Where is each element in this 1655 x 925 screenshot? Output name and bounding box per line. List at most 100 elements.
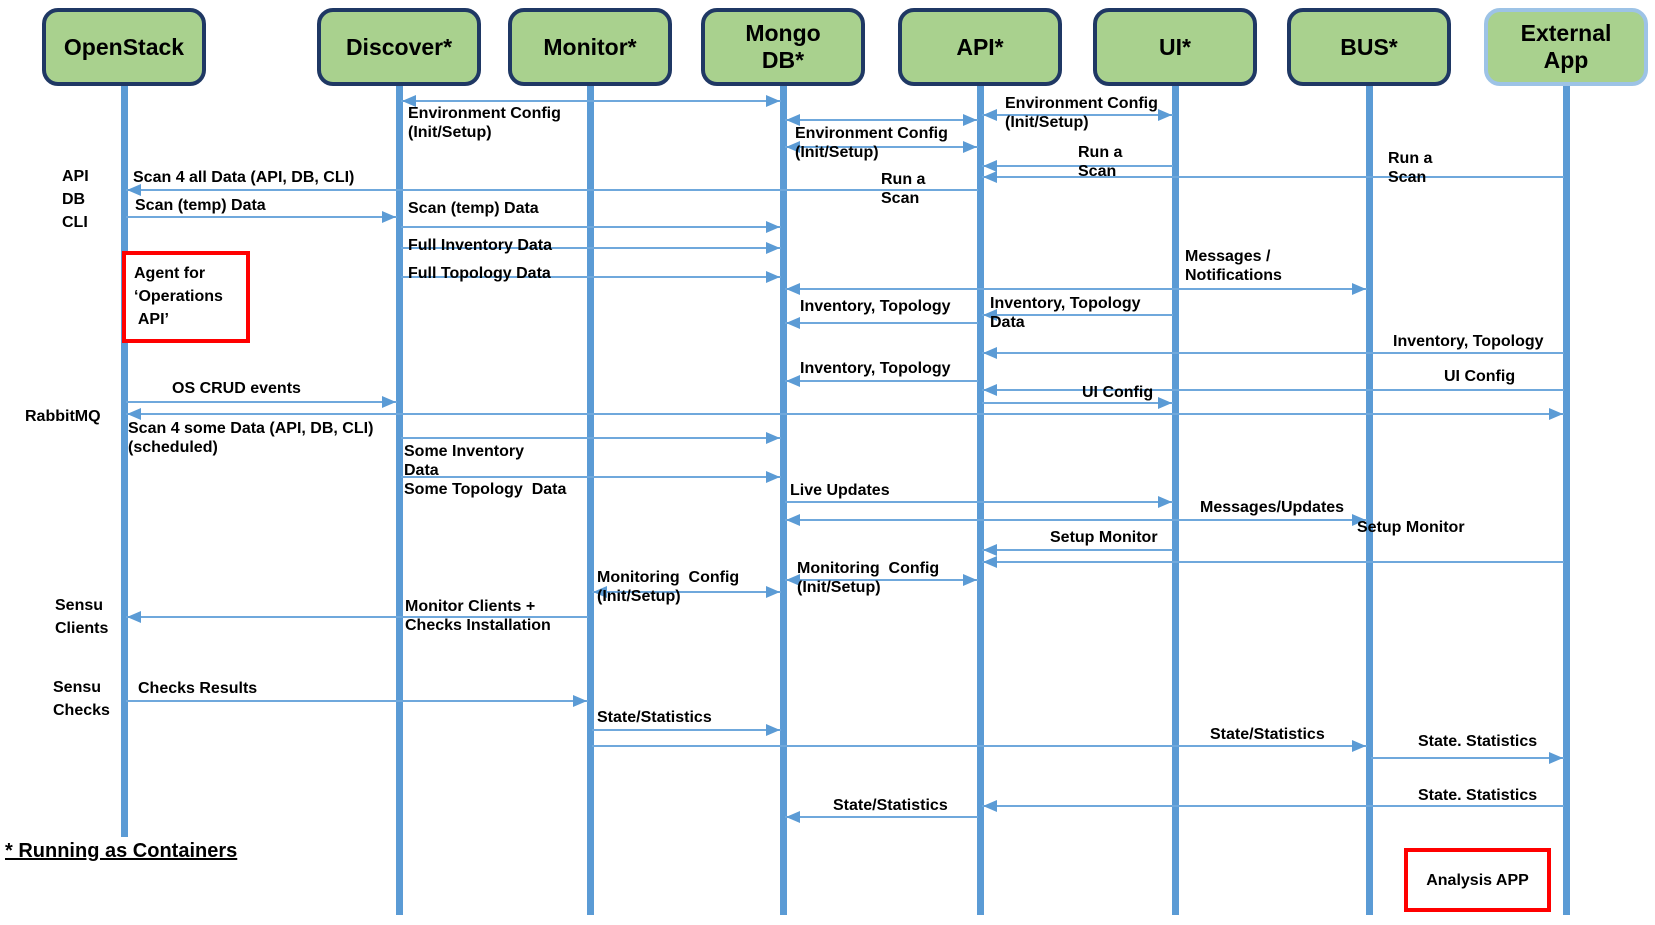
arrow-head-left-scan-some-data (127, 408, 141, 420)
message-label-line: OS CRUD events (172, 380, 301, 397)
arrow-head-right-scan-some-data (1549, 408, 1563, 420)
actor-monitor: Monitor* (508, 8, 672, 86)
arrow-head-left-inv-topo-api-mongo-2 (786, 375, 800, 387)
message-label-line: State/Statistics (597, 709, 712, 726)
actor-api: API* (898, 8, 1062, 86)
arrow-head-left-run-scan-external (983, 171, 997, 183)
arrow-head-left-inv-topo-external (983, 347, 997, 359)
arrow-head-left-setup-monitor-ui (983, 544, 997, 556)
message-label-line: Live Updates (790, 482, 890, 499)
message-label-line: Run a (881, 171, 926, 188)
message-label-line: Checks Installation (405, 617, 551, 634)
message-label-monitoring-config-mon: Monitoring Config(Init/Setup) (597, 568, 739, 606)
message-label-line: Scan (881, 190, 920, 207)
annotation-text-line: API’ (134, 311, 169, 328)
lifeline-ui (1172, 86, 1179, 915)
message-label-checks-results: Checks Results (138, 679, 257, 698)
lifeline-discover (396, 86, 403, 915)
message-line-state-stats-api-mongo (785, 816, 978, 818)
message-label-line: Inventory, Topology (1393, 333, 1544, 350)
message-label-scan-temp-data-1: Scan (temp) Data (135, 196, 266, 215)
message-label-line: State. Statistics (1418, 787, 1538, 804)
message-label-line: (Init/Setup) (1005, 114, 1089, 131)
message-label-line: Inventory, Topology (800, 360, 951, 377)
arrow-head-right-state-stats-mon-bus (1352, 740, 1366, 752)
message-label-scan-all-data: Scan 4 all Data (API, DB, CLI) (133, 168, 354, 187)
message-line-some-topology-data (401, 476, 781, 478)
message-label-line: (Init/Setup) (797, 579, 881, 596)
message-line-inv-topo-api-mongo-1 (785, 322, 978, 324)
actor-title-line: UI* (1159, 33, 1191, 60)
side-label-line: Checks (53, 702, 110, 719)
message-label-line: Inventory, Topology (800, 298, 951, 315)
actor-title-line: Discover* (345, 33, 453, 60)
arrow-head-left-env-config-mongo-rsp (786, 141, 800, 153)
message-label-line: Messages/Updates (1200, 499, 1345, 516)
message-label-state-stats-ext-api: State. Statistics (1418, 786, 1537, 805)
message-line-state-stats-mon-bus (592, 745, 1367, 747)
arrow-head-right-full-topology-data (766, 271, 780, 283)
side-label-line: Sensu (55, 597, 104, 614)
message-label-line: Messages / (1185, 248, 1271, 265)
arrow-head-right-monitoring-config-mon (766, 586, 780, 598)
message-label-inv-topo-api-mongo-2: Inventory, Topology (800, 359, 951, 378)
arrow-head-right-full-inventory-data (766, 242, 780, 254)
side-label-line: CLI (62, 214, 88, 231)
arrow-head-left-state-stats-api-mongo (786, 811, 800, 823)
message-line-inv-topo-data-ui (982, 314, 1173, 316)
message-label-line: State/Statistics (833, 797, 948, 814)
message-label-line: (scheduled) (128, 439, 218, 456)
message-label-ui-config-external: UI Config (1444, 367, 1515, 386)
actor-ui: UI* (1093, 8, 1257, 86)
actor-title-line: Monitor* (543, 33, 637, 60)
message-label-env-config-discover: Environment Config(Init/Setup) (408, 104, 561, 142)
message-line-inv-topo-external (982, 352, 1564, 354)
arrow-head-left-messages-notifications (786, 283, 800, 295)
message-label-state-stats-mon-mongo: State/Statistics (597, 708, 712, 727)
arrow-head-left-env-config-mongo-req (786, 114, 800, 126)
message-label-ui-config-api-ui: UI Config (1082, 383, 1153, 402)
arrow-head-left-run-scan-ui (983, 160, 997, 172)
message-line-full-topology-data (401, 276, 781, 278)
message-line-messages-updates (785, 519, 1367, 521)
lifeline-external (1563, 86, 1570, 915)
message-label-some-topology-data: Some Topology Data (404, 480, 566, 499)
arrow-head-left-inv-topo-api-mongo-1 (786, 317, 800, 329)
arrow-head-right-scan-temp-data-2 (766, 221, 780, 233)
message-line-env-config-mongo-rsp (785, 146, 978, 148)
arrow-head-left-env-config-discover (402, 95, 416, 107)
message-label-line: Monitor Clients + (405, 598, 536, 615)
arrow-head-left-ui-config-external (983, 384, 997, 396)
running-as-containers-footnote: * Running as Containers (5, 840, 238, 862)
message-label-line: UI Config (1082, 384, 1154, 401)
message-label-line: Full Inventory Data (408, 237, 553, 254)
message-label-scan-temp-data-2: Scan (temp) Data (408, 199, 539, 218)
arrow-head-right-messages-notifications (1352, 283, 1366, 295)
message-label-line: Data (404, 462, 439, 479)
arrow-head-left-setup-monitor-external (983, 556, 997, 568)
message-line-ui-config-external (982, 389, 1564, 391)
message-label-live-updates: Live Updates (790, 481, 890, 500)
message-label-state-stats-bus-ext: State. Statistics (1418, 732, 1537, 751)
arrow-head-right-env-config-mongo-req (963, 114, 977, 126)
side-label-line: Clients (55, 620, 109, 637)
message-label-messages-notifications: Messages /Notifications (1185, 247, 1282, 285)
message-line-env-config-api-ui (982, 114, 1173, 116)
annotation-text-line: ‘Operations (134, 288, 223, 305)
message-line-scan-all-data (126, 189, 978, 191)
actor-title-line: DB* (761, 47, 805, 73)
annotation-agent-note: Agent for‘Operations API’ (122, 251, 250, 343)
arrow-head-right-some-topology-data (766, 471, 780, 483)
message-label-line: Full Topology Data (408, 265, 551, 282)
arrow-head-left-scan-all-data (127, 184, 141, 196)
message-label-state-stats-mon-bus: State/Statistics (1210, 725, 1325, 744)
arrow-head-right-env-config-mongo-rsp (963, 141, 977, 153)
message-line-setup-monitor-external (982, 561, 1564, 563)
arrow-head-left-state-stats-ext-api (983, 800, 997, 812)
message-line-monitoring-config-api (785, 579, 978, 581)
message-line-env-config-mongo-req (785, 119, 978, 121)
